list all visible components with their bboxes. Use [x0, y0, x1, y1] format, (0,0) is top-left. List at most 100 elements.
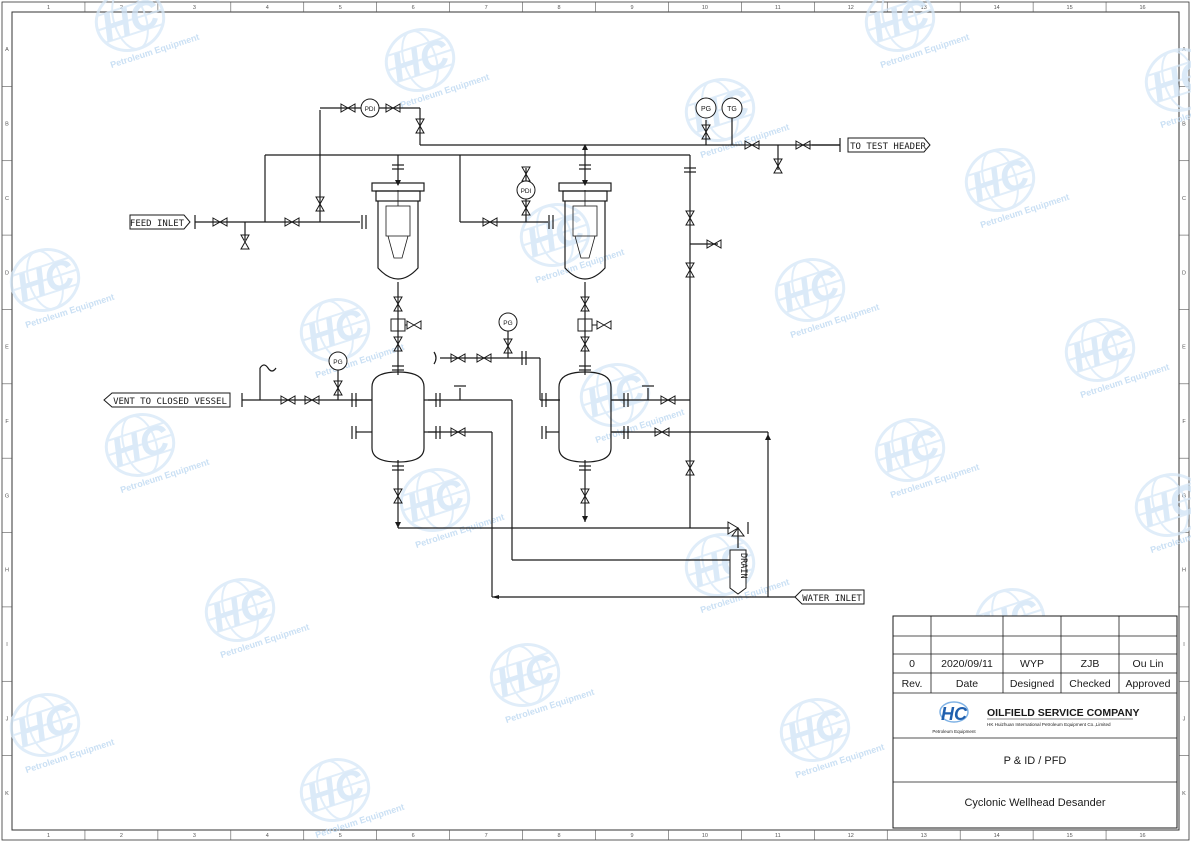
date-value: 2020/09/11 — [941, 658, 993, 670]
checked-value: ZJB — [1081, 658, 1100, 670]
column-marker-bottom: 11 — [775, 833, 781, 839]
rev-value: 0 — [909, 658, 915, 670]
row-marker-right: D — [1182, 270, 1186, 276]
collector-vessel-2 — [546, 371, 624, 463]
column-marker-bottom: 8 — [558, 833, 561, 839]
column-marker-bottom: 16 — [1139, 833, 1145, 839]
column-marker-top: 16 — [1139, 5, 1145, 11]
instrument-pdi-mid-label: PDI — [521, 188, 532, 195]
instrument-pg-vent: PG — [328, 351, 348, 371]
row-marker-left: C — [5, 196, 9, 202]
instrument-pdi-top: PDI — [360, 98, 380, 118]
row-marker-right: K — [1182, 791, 1186, 797]
column-marker-bottom: 14 — [994, 833, 1000, 839]
row-marker-left: G — [5, 493, 9, 499]
column-marker-bottom: 13 — [921, 833, 927, 839]
column-marker-top: 13 — [921, 5, 927, 11]
desander-vessel-2 — [558, 182, 612, 280]
instrument-pdi-top-label: PDI — [365, 106, 376, 113]
feed-inlet-label: FEED INLET — [130, 219, 185, 229]
row-marker-right: J — [1183, 716, 1186, 722]
designed-label: Designed — [1010, 678, 1055, 690]
title-block: 0 2020/09/11 WYP ZJB Ou Lin Rev. Date De… — [892, 615, 1178, 829]
instrument-pg-mid-label: PG — [503, 320, 512, 327]
column-marker-top: 12 — [848, 5, 854, 11]
vent-tag: VENT TO CLOSED VESSEL — [103, 392, 231, 408]
water-inlet-label: WATER INLET — [802, 594, 862, 604]
drain-tag: DRAIN — [729, 549, 748, 595]
column-marker-bottom: 10 — [702, 833, 708, 839]
column-marker-top: 15 — [1067, 5, 1073, 11]
approved-value: Ou Lin — [1133, 658, 1164, 670]
document-type: P & ID / PFD — [1004, 755, 1067, 767]
column-marker-top: 6 — [412, 5, 415, 11]
column-marker-top: 5 — [339, 5, 342, 11]
company-logo-mark: HC — [941, 704, 968, 724]
column-marker-bottom: 4 — [266, 833, 269, 839]
column-marker-bottom: 3 — [193, 833, 196, 839]
collector-vessel-1 — [356, 371, 436, 463]
row-marker-right: C — [1182, 196, 1186, 202]
water-inlet-tag: WATER INLET — [794, 589, 865, 605]
column-marker-bottom: 2 — [120, 833, 123, 839]
row-marker-left: K — [5, 791, 9, 797]
row-marker-left: J — [6, 716, 9, 722]
row-marker-left: I — [6, 642, 8, 648]
drawing-title: Cyclonic Wellhead Desander — [964, 797, 1105, 809]
date-label: Date — [956, 678, 978, 690]
drain-label: DRAIN — [738, 553, 748, 579]
strainers — [390, 318, 597, 332]
vent-label: VENT TO CLOSED VESSEL — [113, 397, 227, 407]
column-marker-top: 14 — [994, 5, 1000, 11]
column-marker-top: 8 — [558, 5, 561, 11]
row-marker-right: I — [1183, 642, 1185, 648]
row-marker-left: B — [5, 122, 9, 128]
company-logo-caption: Petroleum Equipment — [932, 729, 976, 734]
column-marker-bottom: 5 — [339, 833, 342, 839]
rev-label: Rev. — [902, 678, 923, 690]
row-marker-right: H — [1182, 568, 1186, 574]
test-header-label: TO TEST HEADER — [850, 142, 926, 152]
drain-valve — [727, 521, 745, 537]
instrument-tg-top: TG — [721, 97, 743, 145]
column-marker-top: 11 — [775, 5, 781, 11]
column-marker-bottom: 7 — [485, 833, 488, 839]
row-marker-right: E — [1182, 345, 1186, 351]
checked-label: Checked — [1069, 678, 1111, 690]
column-marker-top: 1 — [47, 5, 50, 11]
company-subtitle: HK Huizhuan International Petroleum Equi… — [987, 722, 1111, 727]
column-marker-top: 7 — [485, 5, 488, 11]
svg-text:HC: HC — [866, 0, 936, 51]
instrument-pdi-mid: PDI — [516, 180, 536, 200]
column-marker-bottom: 9 — [630, 833, 633, 839]
row-marker-left: A — [5, 47, 9, 53]
column-marker-top: 9 — [630, 5, 633, 11]
row-marker-left: E — [5, 345, 9, 351]
row-marker-right: B — [1182, 122, 1186, 128]
row-marker-right: F — [1182, 419, 1186, 425]
approved-label: Approved — [1126, 678, 1171, 690]
feed-inlet-tag: FEED INLET — [129, 214, 191, 230]
svg-text:HC: HC — [96, 0, 166, 51]
column-marker-top: 10 — [702, 5, 708, 11]
instrument-pg-vent-label: PG — [333, 359, 342, 366]
instrument-pg-top-label: PG — [701, 106, 711, 113]
border-column-markers: 1122334455667788991010111112121313141415… — [47, 2, 1146, 840]
